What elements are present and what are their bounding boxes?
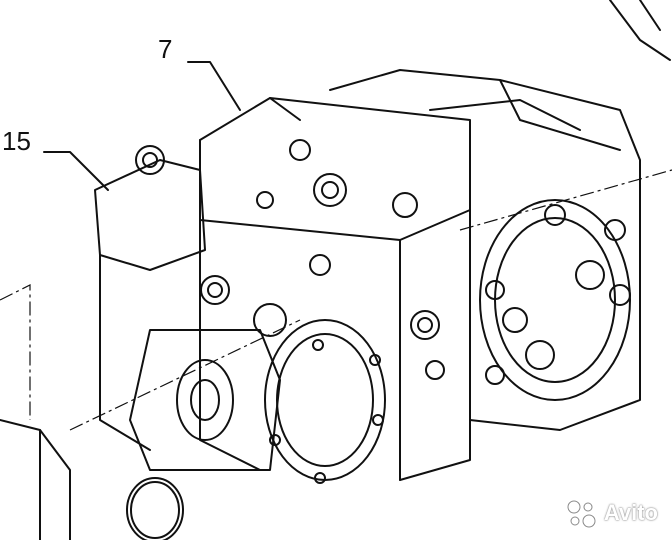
rear-housing — [329, 69, 641, 431]
leader-line-15 — [43, 151, 109, 191]
o-ring — [126, 477, 184, 540]
main-housing — [199, 97, 471, 241]
watermark-text: Avito — [603, 500, 658, 525]
avito-watermark: Avito — [564, 498, 658, 528]
control-valve-block — [94, 159, 206, 271]
centerline-right — [459, 169, 672, 231]
adjacent-part — [0, 419, 71, 540]
shaft-housing — [129, 329, 281, 471]
right-flange — [479, 199, 631, 401]
avito-dots-icon — [567, 500, 596, 528]
centerline-shaft — [69, 319, 301, 431]
centerline-left — [0, 284, 31, 420]
leader-line-7 — [187, 61, 241, 111]
callout-15: 15 — [2, 126, 31, 156]
callout-7: 7 — [158, 34, 173, 64]
front-cover — [264, 319, 386, 481]
